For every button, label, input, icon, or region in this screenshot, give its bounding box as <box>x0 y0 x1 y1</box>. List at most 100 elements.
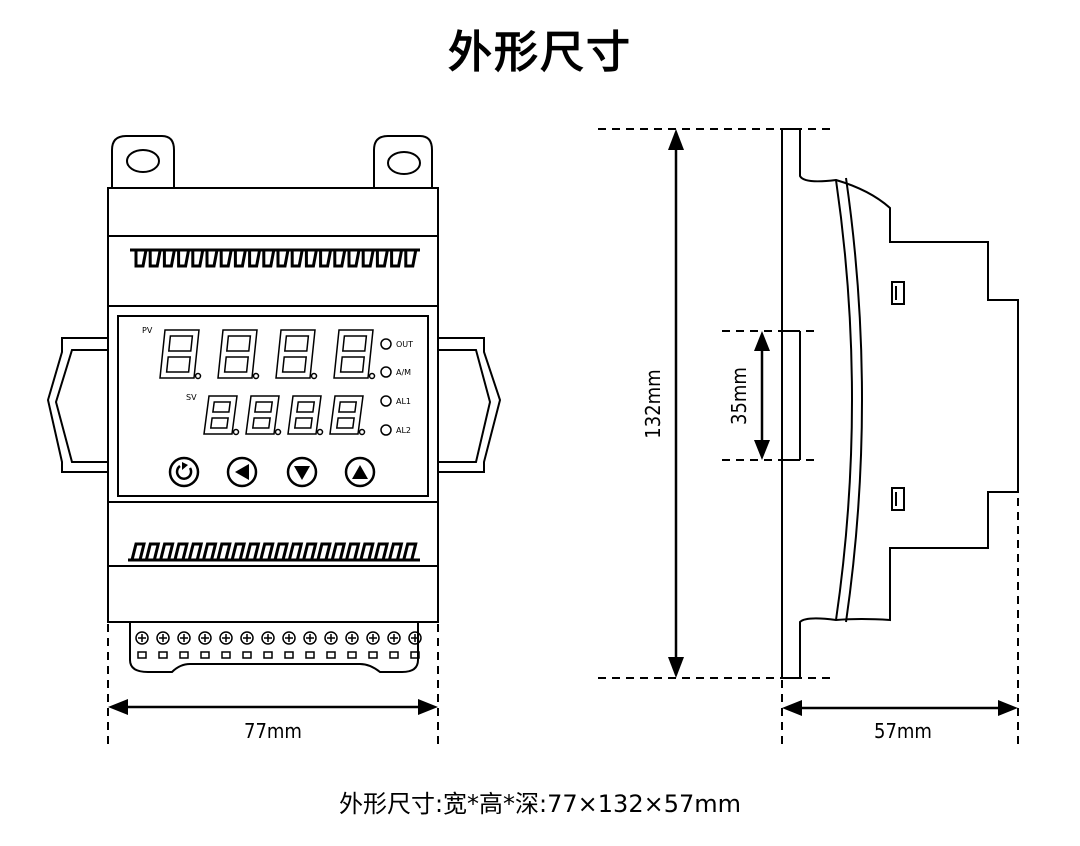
dimension-caption: 外形尺寸:宽*高*深:77×132×57mm <box>338 790 742 818</box>
terminal-marker <box>284 651 294 659</box>
terminal-screw <box>345 631 359 645</box>
terminal-marker <box>305 651 315 659</box>
pv-display-digits <box>159 329 376 380</box>
terminal-screw <box>261 631 275 645</box>
vent-slot <box>330 542 347 561</box>
button-glyphs <box>175 462 368 480</box>
segment-gap <box>165 356 192 373</box>
terminal-marker <box>158 651 168 659</box>
vent-slots-bottom <box>128 542 420 562</box>
indicator-label-am: A/M <box>396 368 411 377</box>
mount-tab-left <box>111 135 175 188</box>
front-view <box>46 135 502 673</box>
segment-gap <box>167 335 194 352</box>
terminal-screw <box>135 631 149 645</box>
terminal-marker <box>200 651 210 659</box>
vent-slot <box>361 249 375 268</box>
sv-display-digits <box>203 395 366 436</box>
vent-slot <box>191 249 205 268</box>
vent-slot <box>202 542 218 561</box>
vent-slot <box>273 542 289 561</box>
vent-slot <box>304 249 318 268</box>
terminal-screw <box>324 631 338 645</box>
segment-gap <box>293 417 313 429</box>
vent-slot <box>216 542 232 561</box>
vent-slot <box>134 249 148 268</box>
up-arrow-icon <box>352 465 368 479</box>
left-arrow-icon <box>235 464 249 480</box>
terminal-marker <box>221 651 231 659</box>
terminal-block <box>129 622 419 673</box>
dimension-arrowheads <box>108 129 1018 716</box>
terminal-screw <box>240 631 254 645</box>
indicator-leds <box>380 338 392 436</box>
decimal-point <box>232 428 240 436</box>
terminal-screw <box>303 631 317 645</box>
housing-top <box>107 187 439 307</box>
decimal-point <box>194 372 202 380</box>
decimal-point <box>316 428 324 436</box>
terminal-screw <box>156 631 170 645</box>
segment-gap <box>283 335 310 352</box>
segment-gap <box>251 417 271 429</box>
vent-slot <box>219 249 233 268</box>
vent-slot <box>173 542 189 561</box>
terminal-screw <box>408 631 422 645</box>
vent-slot <box>276 249 290 268</box>
segment-gap <box>209 417 229 429</box>
decimal-point <box>310 372 318 380</box>
vent-slot <box>402 542 418 561</box>
terminal-screw <box>219 631 233 645</box>
decimal-point <box>358 428 366 436</box>
terminal-marker <box>368 651 378 659</box>
segment-gap <box>296 401 316 413</box>
terminal-marker <box>389 651 399 659</box>
vent-slot <box>290 249 304 268</box>
display-panel <box>117 315 429 497</box>
vent-slot <box>262 249 276 268</box>
panel-buttons <box>168 456 376 488</box>
din-rail-right <box>438 337 502 473</box>
height-label: 132mm <box>641 369 665 438</box>
vent-slot <box>259 542 275 561</box>
segment-outline <box>333 329 374 379</box>
segment-outline <box>159 329 200 379</box>
vent-slot <box>187 542 204 561</box>
indicator-label-out: OUT <box>396 340 413 349</box>
vent-slot <box>144 542 161 561</box>
segment-gap <box>339 356 366 373</box>
segment-gap <box>212 401 232 413</box>
terminal-marker <box>242 651 252 659</box>
depth-label: 57mm <box>874 719 932 743</box>
segment-outline <box>203 395 238 435</box>
mount-hole-left <box>126 149 160 173</box>
segment-gap <box>281 356 308 373</box>
segment-outline <box>245 395 280 435</box>
screw-terminals <box>135 631 422 659</box>
width-label: 77mm <box>244 719 302 743</box>
vent-slots-top <box>130 248 420 268</box>
terminal-marker <box>179 651 189 659</box>
down-button <box>286 456 318 488</box>
housing-bottom <box>107 501 439 623</box>
segment-gap <box>338 401 358 413</box>
terminal-screw <box>198 631 212 645</box>
vent-slot <box>333 249 347 268</box>
side-profile-outline <box>781 128 1019 679</box>
segment-gap <box>223 356 250 373</box>
depth-dimension <box>781 470 1019 750</box>
decimal-point <box>368 372 376 380</box>
vent-slot <box>162 249 176 268</box>
vent-slot <box>130 542 146 561</box>
vent-slot <box>248 249 262 268</box>
sv-label: SV <box>186 393 197 402</box>
clip-upper <box>891 281 905 305</box>
vent-slot <box>177 249 191 268</box>
decimal-point <box>252 372 260 380</box>
din-rail-left <box>46 337 108 473</box>
mount-hole-right <box>387 151 421 175</box>
down-arrow-icon <box>294 466 310 480</box>
mount-tab-right <box>373 135 433 188</box>
vent-slot <box>319 249 333 268</box>
